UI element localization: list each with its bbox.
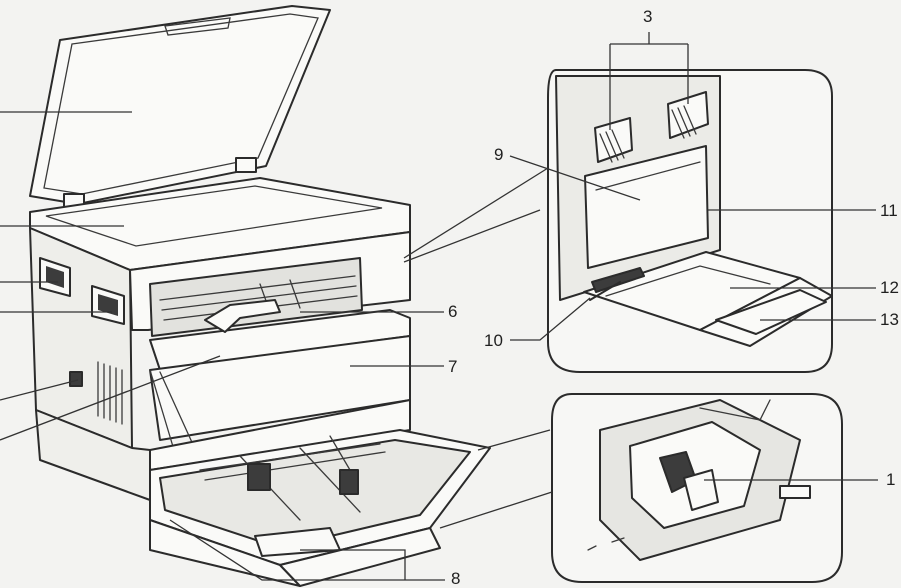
- callout-13: 13: [880, 310, 899, 329]
- callout-9: 9: [494, 145, 504, 164]
- bypass-tray-inset: [547, 69, 833, 373]
- callout-12: 12: [880, 278, 899, 297]
- lock-lever-inset: [551, 393, 843, 583]
- callout-3: 3: [643, 7, 653, 26]
- leader-lines: [0, 32, 878, 581]
- callout-11: 11: [880, 201, 898, 220]
- callout-10: 10: [484, 331, 503, 350]
- copier-body: [29, 5, 491, 587]
- callout-6: 6: [448, 302, 458, 321]
- callout-8: 8: [451, 569, 461, 588]
- callout-14: 1: [886, 470, 896, 489]
- callout-7: 7: [448, 357, 458, 376]
